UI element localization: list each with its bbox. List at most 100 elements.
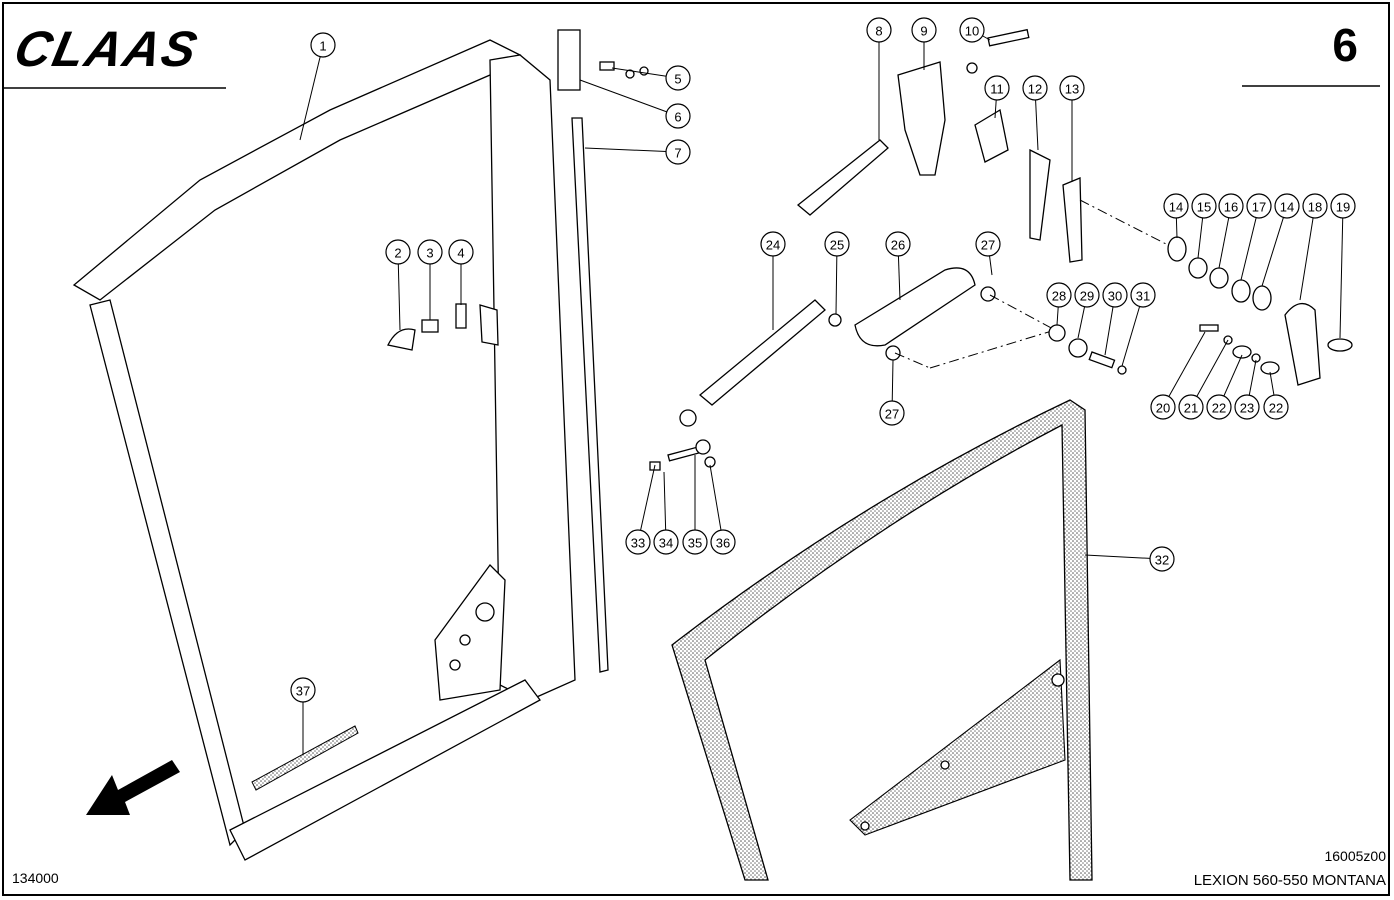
callout-label: 8	[875, 24, 882, 39]
callout-7: 7	[584, 139, 691, 165]
callout-6: 6	[579, 79, 691, 129]
leader-line	[584, 147, 679, 153]
callout-label: 19	[1336, 200, 1350, 215]
callout-label: 37	[296, 684, 310, 699]
callout-label: 29	[1080, 289, 1094, 304]
callout-28: 28	[1046, 282, 1072, 326]
callout-label: 27	[981, 238, 995, 253]
leader-line	[1240, 205, 1260, 281]
leader-line	[1162, 331, 1206, 408]
callout-label: 28	[1052, 289, 1066, 304]
callout-17: 17	[1240, 193, 1272, 281]
claas-logo: CLAAS	[4, 21, 226, 89]
callout-14: 14	[1163, 193, 1189, 239]
callout-30: 30	[1102, 282, 1128, 356]
callout-label: 24	[766, 238, 780, 253]
seal-strip	[571, 117, 609, 673]
callout-label: 30	[1108, 289, 1122, 304]
callout-label: 7	[674, 146, 681, 161]
callout-label: 32	[1155, 553, 1169, 568]
callout-33: 33	[625, 464, 656, 555]
callout-label: 2	[394, 246, 401, 261]
callout-label: 25	[830, 238, 844, 253]
callout-16: 16	[1218, 193, 1244, 269]
callout-4: 4	[448, 239, 474, 305]
callout-27: 27	[975, 231, 1001, 276]
drawing-number: 16005z00	[1324, 848, 1386, 864]
callout-32: 32	[1084, 546, 1175, 572]
callout-label: 16	[1224, 200, 1238, 215]
callout-label: 1	[319, 39, 326, 54]
direction-arrow	[86, 760, 180, 815]
callout-18: 18	[1299, 193, 1328, 301]
callout-label: 27	[885, 407, 899, 422]
leader-line	[579, 79, 679, 117]
callout-label: 18	[1308, 200, 1322, 215]
model-name: LEXION 560-550 MONTANA	[1193, 872, 1386, 889]
callout-24: 24	[760, 231, 786, 330]
svg-text:CLAAS: CLAAS	[10, 21, 204, 77]
callout-label: 26	[891, 238, 905, 253]
callout-34: 34	[653, 471, 679, 555]
leader-line	[1339, 205, 1344, 339]
callout-label: 35	[688, 536, 702, 551]
callout-label: 12	[1028, 82, 1042, 97]
callout-13: 13	[1059, 75, 1085, 182]
callout-8: 8	[866, 17, 892, 140]
callout-15: 15	[1191, 193, 1217, 259]
callout-29: 29	[1074, 282, 1100, 339]
callout-label: 36	[716, 536, 730, 551]
leader-line	[1190, 339, 1229, 408]
callout-label: 4	[457, 246, 464, 261]
hardware-parts	[387, 28, 1353, 471]
callout-label: 9	[920, 24, 927, 39]
callout-label: 15	[1197, 200, 1211, 215]
callout-label: 3	[426, 246, 433, 261]
callout-19: 19	[1330, 193, 1356, 339]
callout-label: 5	[674, 72, 681, 87]
seal-strip-37	[251, 725, 359, 791]
callout-label: 6	[674, 110, 681, 125]
callout-12: 12	[1022, 75, 1048, 151]
callout-37: 37	[290, 677, 316, 755]
callout-label: 20	[1156, 401, 1170, 416]
leader-line	[709, 464, 724, 543]
callout-label: 17	[1252, 200, 1266, 215]
leader-line	[1261, 205, 1288, 287]
callout-label: 14	[1280, 200, 1294, 215]
callout-1: 1	[299, 32, 336, 141]
callout-2: 2	[385, 239, 411, 331]
callout-14: 14	[1261, 193, 1300, 287]
callout-26: 26	[885, 231, 911, 301]
reference-number: 134000	[12, 870, 59, 886]
callout-20: 20	[1150, 331, 1206, 420]
callout-label: 21	[1184, 401, 1198, 416]
sheet-number: 6	[1332, 19, 1358, 71]
callout-27: 27	[879, 359, 905, 426]
callout-35: 35	[682, 455, 708, 555]
callout-22: 22	[1263, 371, 1289, 420]
callout-label: 34	[659, 536, 673, 551]
callout-label: 14	[1169, 200, 1183, 215]
leader-line	[397, 251, 401, 331]
callout-label: 13	[1065, 82, 1079, 97]
leader-line	[637, 464, 656, 543]
callout-22: 22	[1206, 354, 1243, 420]
door-glass	[671, 399, 1093, 881]
callout-label: 31	[1136, 289, 1150, 304]
callout-3: 3	[417, 239, 443, 320]
callout-9: 9	[911, 17, 937, 70]
callout-36: 36	[709, 464, 736, 555]
callout-10: 10	[959, 17, 991, 43]
callout-23: 23	[1234, 359, 1260, 420]
callout-31: 31	[1121, 282, 1156, 367]
callout-25: 25	[824, 231, 850, 315]
leader-line	[1084, 554, 1163, 560]
leader-line	[1299, 205, 1316, 301]
leader-line	[299, 44, 324, 141]
callout-label: 11	[990, 82, 1004, 97]
callout-21: 21	[1178, 339, 1229, 420]
